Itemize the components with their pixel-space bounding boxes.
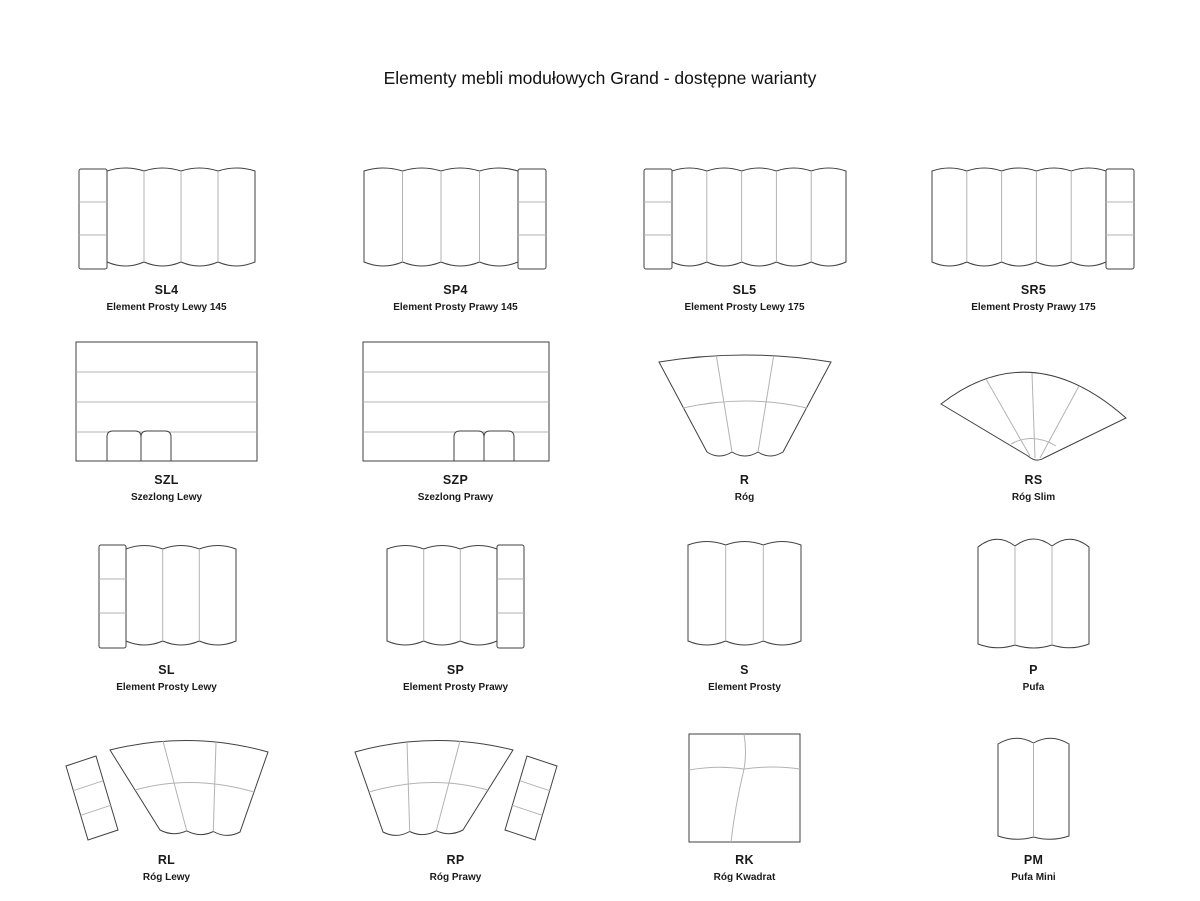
module-code: SL4 [154,282,179,297]
sp-module-drawing [386,541,526,654]
rp-module-drawing [351,726,561,844]
p-module-drawing [976,534,1091,654]
sl4-module-drawing [77,164,257,274]
module-description: Pufa [1022,681,1045,693]
module-cell-szl: SZL Szezlong Lewy [22,313,311,503]
module-cell-sl: SL Element Prosty Lewy [22,503,311,693]
szl-module-drawing [74,339,259,464]
module-code: RL [157,852,176,867]
rs-module-drawing [936,346,1131,464]
sl-module-drawing [97,541,237,654]
module-code: RP [446,852,465,867]
module-cell-sp4: SP4 Element Prosty Prawy 145 [311,123,600,313]
module-code: SR5 [1020,282,1047,297]
module-description: Element Prosty Lewy [116,681,217,693]
module-cell-sl4: SL4 Element Prosty Lewy 145 [22,123,311,313]
module-cell-sp: SP Element Prosty Prawy [311,503,600,693]
rl-module-drawing [62,726,272,844]
module-code: SZL [154,472,179,487]
module-cell-rk: RK Róg Kwadrat [600,693,889,883]
module-description: Róg Prawy [429,871,482,883]
rk-module-drawing [687,732,802,844]
module-code: SL [158,662,175,677]
module-description: Element Prosty Prawy 175 [971,301,1096,313]
module-description: Szezlong Lewy [130,491,203,503]
module-description: Róg Lewy [142,871,191,883]
module-cell-rl: RL Róg Lewy [22,693,311,883]
module-code: SL5 [732,282,757,297]
module-description: Element Prosty Prawy 145 [393,301,518,313]
sr5-module-drawing [931,164,1136,274]
module-cell-p: P Pufa [889,503,1178,693]
module-code: SP [446,662,465,677]
module-description: Róg Kwadrat [713,871,776,883]
module-cell-sl5: SL5 Element Prosty Lewy 175 [600,123,889,313]
module-description: Element Prosty [708,681,781,693]
module-cell-sr5: SR5 Element Prosty Prawy 175 [889,123,1178,313]
module-code: RS [1024,472,1043,487]
module-cell-rp: RP Róg Prawy [311,693,600,883]
module-cell-r: R Róg [600,313,889,503]
module-description: Róg Slim [1011,491,1056,503]
module-code: SZP [442,472,469,487]
sp4-module-drawing [363,164,548,274]
s-module-drawing [687,537,802,654]
module-cell-s: S Element Prosty [600,503,889,693]
pm-module-drawing [996,732,1071,844]
sl5-module-drawing [642,164,847,274]
module-description: Pufa Mini [1011,871,1056,883]
module-cell-rs: RS Róg Slim [889,313,1178,503]
module-description: Róg [734,491,755,503]
module-description: Szezlong Prawy [417,491,494,503]
module-code: P [1029,662,1038,677]
modules-grid: SL4 Element Prosty Lewy 145 SP4 Element … [22,123,1178,883]
module-code: RK [735,852,754,867]
module-code: PM [1023,852,1044,867]
module-cell-pm: PM Pufa Mini [889,693,1178,883]
module-description: Element Prosty Lewy 175 [684,301,805,313]
module-description: Element Prosty Lewy 145 [106,301,227,313]
module-description: Element Prosty Prawy [402,681,509,693]
page-title: Elementy mebli modułowych Grand - dostęp… [383,67,817,88]
module-cell-szp: SZP Szezlong Prawy [311,313,600,503]
module-code: SP4 [443,282,468,297]
module-code: S [740,662,749,677]
module-code: R [739,472,750,487]
szp-module-drawing [361,339,551,464]
r-module-drawing [655,346,835,464]
